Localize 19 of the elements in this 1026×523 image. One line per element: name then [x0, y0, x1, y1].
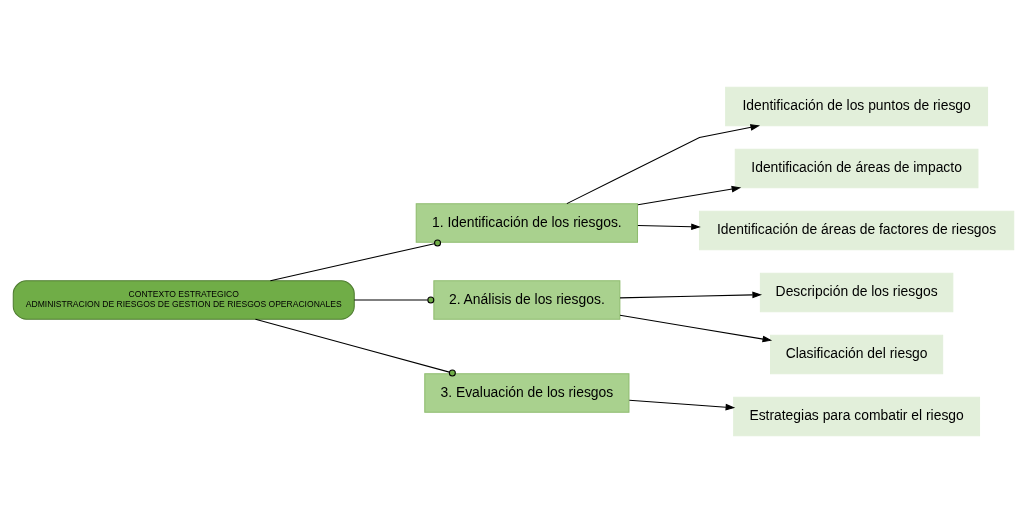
arrow — [565, 124, 760, 205]
node-box: Clasificación del riesgo — [769, 334, 943, 375]
connector — [269, 239, 441, 282]
node-box: CONTEXTO ESTRATEGICO ADMINISTRACION DE RIESGOS DE GESTION DE RIESGOS OPERACIONALES — [12, 280, 355, 320]
arrow — [619, 291, 762, 299]
node-box: 2. Análisis de los riesgos. — [432, 280, 620, 320]
node-box: Identificación de los puntos de riesgo — [724, 86, 988, 127]
connector — [254, 318, 456, 377]
connector — [353, 296, 434, 304]
node-box: Estrategias para combatir el riesgo — [732, 396, 980, 437]
arrow — [628, 399, 735, 411]
arrow — [636, 185, 741, 206]
node-box: Identificación de áreas de impacto — [734, 148, 978, 189]
node-box: 1. Identificación de los riesgos. — [415, 203, 638, 243]
node-box: 3. Evaluación de los riesgos — [423, 373, 629, 413]
node-box: Descripción de los riesgos — [759, 272, 953, 313]
arrow — [636, 223, 701, 231]
node-box: Identificación de áreas de factores de riesgos — [698, 210, 1014, 251]
arrow — [619, 314, 772, 343]
